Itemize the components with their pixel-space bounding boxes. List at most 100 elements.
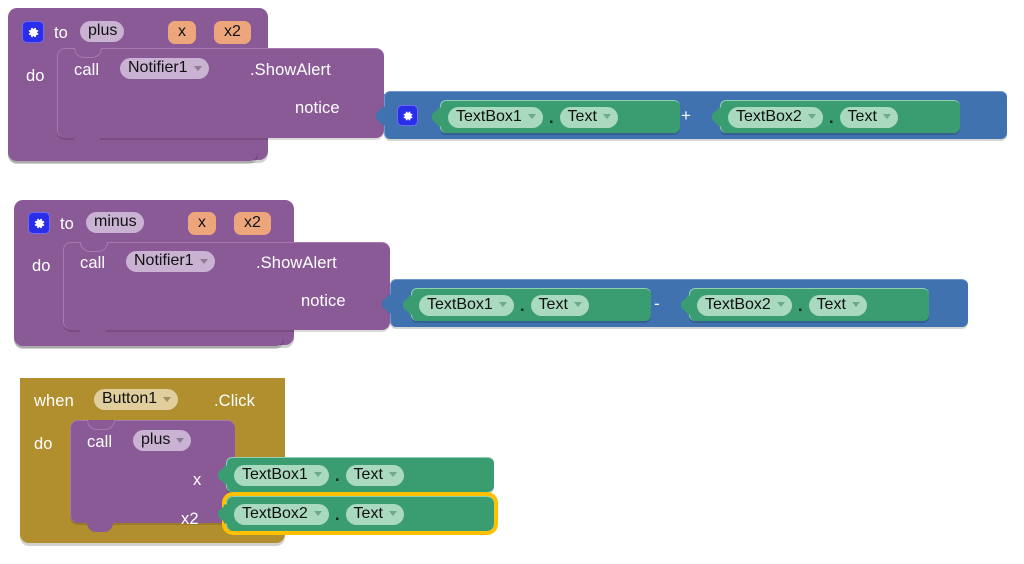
getter-textbox2-text-1[interactable]: TextBox2 . Text bbox=[712, 100, 960, 133]
component-label: TextBox1 bbox=[427, 295, 493, 313]
component-label: TextBox1 bbox=[456, 107, 522, 125]
procedure-selector-label: plus bbox=[141, 431, 171, 448]
left-plug bbox=[432, 107, 442, 127]
call-keyword: call bbox=[74, 61, 100, 79]
property-selector[interactable]: Text bbox=[345, 464, 404, 486]
call-keyword: call bbox=[87, 433, 113, 451]
property-selector[interactable]: Text bbox=[345, 503, 404, 525]
component-selector-notifier1[interactable]: Notifier1 bbox=[120, 58, 209, 79]
property-label: Text bbox=[538, 295, 568, 313]
call-notifier1-showalert-1[interactable]: call Notifier1 .ShowAlert notice bbox=[57, 48, 392, 147]
property-separator: . bbox=[797, 295, 803, 315]
arg-label-notice: notice bbox=[301, 292, 346, 310]
property-label: Text bbox=[847, 107, 877, 125]
component-selector[interactable]: TextBox1 bbox=[419, 294, 514, 316]
procedure-keyword-to: to bbox=[54, 24, 68, 42]
chevron-down-icon bbox=[388, 511, 397, 516]
arg-label-x2: x2 bbox=[181, 510, 199, 528]
component-selector[interactable]: TextBox1 bbox=[234, 464, 329, 486]
procedure-param-x2-label: x2 bbox=[224, 23, 241, 40]
component-selector-notifier1[interactable]: Notifier1 bbox=[126, 251, 215, 272]
component-selector-label: Notifier1 bbox=[134, 252, 194, 269]
left-plug bbox=[218, 465, 228, 485]
gear-icon[interactable] bbox=[28, 212, 50, 234]
stack-notch-bottom bbox=[74, 138, 100, 147]
chevron-down-icon bbox=[573, 302, 582, 307]
procedure-param-x2[interactable]: x2 bbox=[214, 21, 251, 44]
stack-notch-bottom bbox=[80, 330, 106, 339]
procedure-param-x[interactable]: x bbox=[168, 21, 196, 44]
procedure-selector-plus[interactable]: plus bbox=[133, 430, 192, 451]
stack-notch-top bbox=[87, 420, 115, 430]
chevron-down-icon bbox=[313, 472, 322, 477]
getter-textbox2-text-2[interactable]: TextBox2 . Text bbox=[681, 288, 929, 321]
component-selector-label: Button1 bbox=[102, 390, 158, 407]
call-keyword: call bbox=[80, 254, 106, 272]
component-selector[interactable]: TextBox2 bbox=[234, 503, 329, 525]
procedure-name-label: minus bbox=[94, 213, 137, 230]
property-separator: . bbox=[334, 504, 340, 524]
chevron-down-icon bbox=[602, 114, 611, 119]
gear-icon[interactable] bbox=[397, 105, 418, 126]
event-name-label: .Click bbox=[214, 392, 255, 410]
operator-minus: - bbox=[654, 294, 660, 313]
chevron-down-icon bbox=[199, 258, 208, 264]
chevron-down-icon bbox=[527, 114, 536, 119]
property-selector[interactable]: Text bbox=[559, 106, 618, 128]
call-notifier1-showalert-2[interactable]: call Notifier1 .ShowAlert notice bbox=[63, 242, 398, 339]
method-name-label: .ShowAlert bbox=[250, 61, 331, 79]
component-selector-button1[interactable]: Button1 bbox=[94, 389, 179, 410]
operator-plus: + bbox=[681, 106, 691, 125]
component-selector-label: Notifier1 bbox=[128, 59, 188, 76]
property-separator: . bbox=[519, 295, 525, 315]
procedure-param-x2[interactable]: x2 bbox=[234, 212, 271, 235]
component-label: TextBox1 bbox=[242, 465, 308, 483]
chevron-down-icon bbox=[851, 302, 860, 307]
left-plug bbox=[376, 106, 386, 125]
chevron-down-icon bbox=[776, 302, 785, 307]
getter-textbox1-text-1[interactable]: TextBox1 . Text bbox=[432, 100, 680, 133]
procedure-param-x-label: x bbox=[178, 23, 186, 40]
left-plug bbox=[712, 107, 722, 127]
property-label: Text bbox=[353, 465, 383, 483]
component-selector[interactable]: TextBox1 bbox=[448, 106, 543, 128]
chevron-down-icon bbox=[807, 114, 816, 119]
component-selector[interactable]: TextBox2 bbox=[728, 106, 823, 128]
procedure-name-field[interactable]: minus bbox=[86, 212, 144, 233]
left-plug bbox=[403, 295, 413, 315]
arg-label-notice: notice bbox=[295, 99, 340, 117]
chevron-down-icon bbox=[498, 302, 507, 307]
gear-icon[interactable] bbox=[22, 21, 44, 43]
component-label: TextBox2 bbox=[705, 295, 771, 313]
call-procedure-plus[interactable]: call plus x x2 bbox=[70, 420, 247, 532]
property-selector[interactable]: Text bbox=[530, 294, 589, 316]
procedure-param-x2-label: x2 bbox=[244, 214, 261, 231]
component-label: TextBox2 bbox=[242, 504, 308, 522]
property-separator: . bbox=[548, 107, 554, 127]
property-selector[interactable]: Text bbox=[839, 106, 898, 128]
procedure-name-field[interactable]: plus bbox=[80, 21, 125, 42]
math-addition-block[interactable]: TextBox1 . Text + TextBox2 . Text bbox=[376, 91, 1007, 139]
chevron-down-icon bbox=[163, 396, 172, 402]
left-plug bbox=[681, 295, 691, 315]
procedure-param-x[interactable]: x bbox=[188, 212, 216, 235]
math-subtraction-block[interactable]: TextBox1 . Text - TextBox2 . Text bbox=[382, 279, 968, 327]
event-keyword-when: when bbox=[34, 392, 74, 410]
chevron-down-icon bbox=[176, 437, 185, 443]
getter-textbox1-text-2[interactable]: TextBox1 . Text bbox=[403, 288, 651, 321]
getter-textbox2-text-3-selected[interactable]: TextBox2 . Text bbox=[218, 492, 498, 535]
chevron-down-icon bbox=[193, 65, 202, 71]
stack-notch-top bbox=[80, 242, 108, 252]
procedure-keyword-to: to bbox=[60, 215, 74, 233]
procedure-name-label: plus bbox=[88, 22, 118, 39]
stack-notch-top bbox=[74, 48, 102, 58]
component-selector[interactable]: TextBox2 bbox=[697, 294, 792, 316]
property-selector[interactable]: Text bbox=[808, 294, 867, 316]
procedure-do-label: do bbox=[26, 67, 45, 85]
procedure-param-x-label: x bbox=[198, 214, 206, 231]
getter-textbox1-text-3[interactable]: TextBox1 . Text bbox=[218, 457, 494, 492]
property-label: Text bbox=[567, 107, 597, 125]
stack-notch-bottom bbox=[87, 523, 113, 532]
method-name-label: .ShowAlert bbox=[256, 254, 337, 272]
